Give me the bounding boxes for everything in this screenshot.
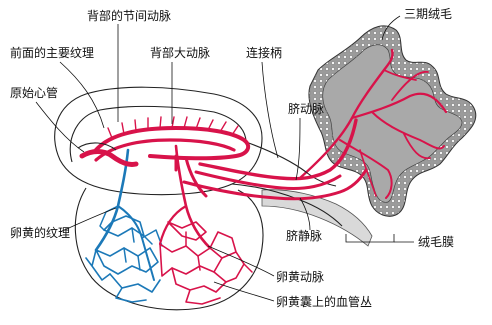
label-umbilical-vein: 脐静脉 xyxy=(286,228,322,243)
yolk-sac-artery-plexus xyxy=(160,146,252,304)
label-tertiary-villi: 三期绒毛 xyxy=(404,7,452,21)
dorsal-aorta xyxy=(96,128,248,158)
label-yolk-texture: 卵黄的纹理 xyxy=(10,225,70,240)
label-primitive-heart: 原始心管 xyxy=(10,85,58,100)
chorionic-villi xyxy=(262,26,476,246)
label-connecting-stalk: 连接柄 xyxy=(246,45,282,60)
label-umbilical-artery: 脐动脉 xyxy=(288,101,324,116)
label-main-anterior-texture: 前面的主要纹理 xyxy=(10,45,94,60)
label-chorionic-membrane: 绒毛膜 xyxy=(418,235,454,249)
yolk-sac-vein-plexus xyxy=(86,150,162,302)
label-dorsal-aorta: 背部大动脉 xyxy=(150,45,210,60)
label-dorsal-intersegmental-artery: 背部的节间动脉 xyxy=(87,8,171,23)
label-yolk-sac-plexus: 卵黄囊上的血管丛 xyxy=(276,294,372,309)
label-vitelline-artery: 卵黄动脉 xyxy=(276,269,324,284)
